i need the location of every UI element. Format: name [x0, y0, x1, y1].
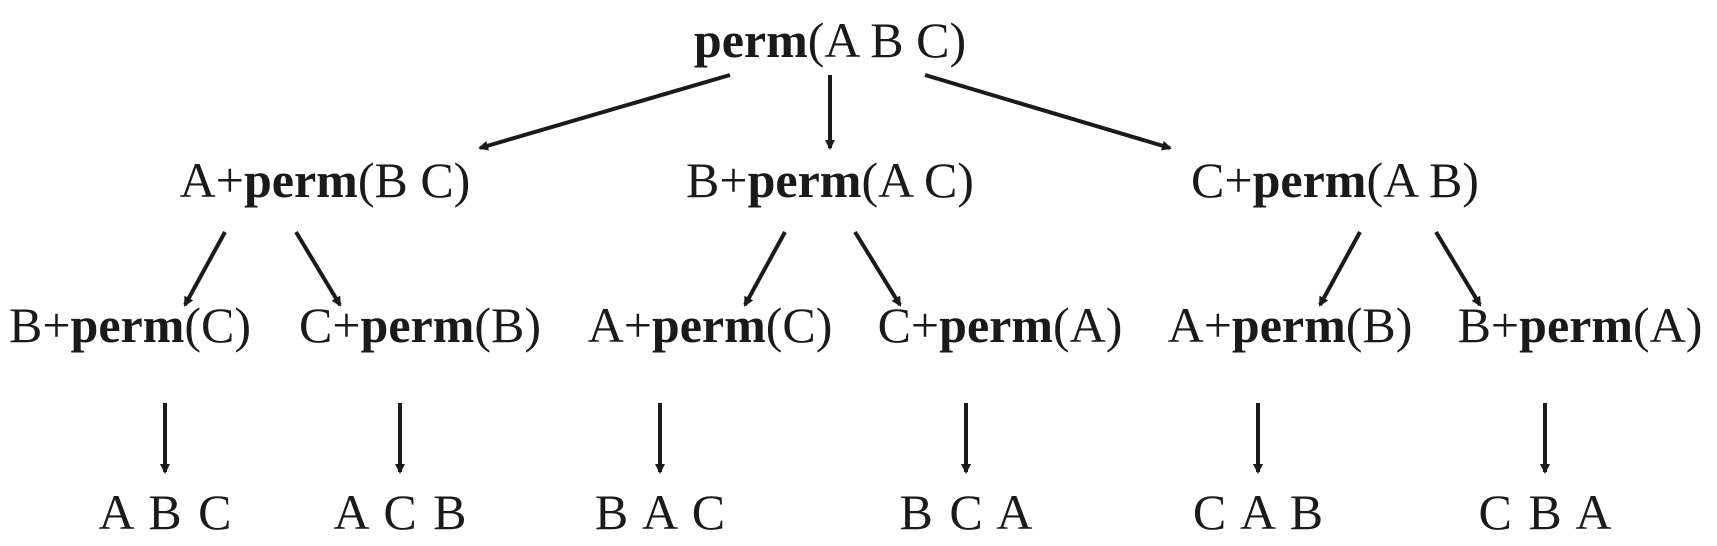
arrow: [853, 230, 902, 307]
level1-node-prefix: B+: [686, 152, 748, 208]
level2-node-args: (C): [765, 297, 833, 353]
level1-node: A+perm(B C): [180, 155, 471, 205]
permutation-result: A C B: [333, 484, 467, 540]
level1-node-args: (B C): [357, 152, 471, 208]
level2-node-args: (C): [184, 297, 252, 353]
level2-node-args: (B): [474, 297, 542, 353]
level2-node-prefix: C+: [298, 297, 361, 353]
level2-node-args: (B): [1345, 297, 1413, 353]
level1-node-args: (A B): [1366, 152, 1479, 208]
level2-node: A+perm(C): [588, 300, 833, 350]
arrow: [743, 231, 787, 307]
permutation-result: A B C: [98, 484, 232, 540]
level1-node-prefix: C+: [1191, 152, 1253, 208]
arrow: [1434, 230, 1482, 307]
level1-node-prefix: A+: [179, 152, 244, 208]
level2-node-function: perm: [651, 297, 766, 353]
arrow: [478, 73, 731, 151]
level2-node-function: perm: [1519, 297, 1633, 353]
root-node: perm(A B C): [694, 15, 966, 65]
arrow: [183, 231, 227, 307]
level2-node-function: perm: [360, 297, 475, 353]
level1-node-args: (A C): [861, 152, 974, 208]
level2-node: A+perm(B): [1168, 300, 1413, 350]
level1-node-function: perm: [1252, 152, 1367, 208]
level2-node-args: (A): [1052, 297, 1123, 353]
permutation-result: C B A: [1478, 484, 1612, 540]
arrow: [924, 73, 1172, 151]
level2-node-prefix: A+: [1167, 297, 1232, 353]
level2-node-function: perm: [1231, 297, 1346, 353]
arrow: [1318, 231, 1362, 307]
level2-node: C+perm(B): [299, 300, 541, 350]
level2-node-prefix: B+: [8, 297, 71, 353]
level2-node: C+perm(A): [878, 300, 1123, 350]
permutation-result: B C A: [899, 484, 1033, 540]
arrow: [294, 230, 342, 307]
level1-node-function: perm: [747, 152, 862, 208]
level2-node: B+perm(A): [1458, 300, 1703, 350]
root-node-args: (A B C): [807, 12, 967, 68]
level2-node-function: perm: [939, 297, 1053, 353]
level2-node-prefix: A+: [587, 297, 652, 353]
permutation-result: B A C: [594, 484, 726, 540]
level2-node-prefix: C+: [877, 297, 940, 353]
level2-node: B+perm(C): [9, 300, 251, 350]
level1-node: C+perm(A B): [1191, 155, 1479, 205]
permutation-result: C A B: [1192, 484, 1324, 540]
level1-node: B+perm(A C): [686, 155, 974, 205]
level2-node-prefix: B+: [1457, 297, 1520, 353]
level2-node-function: perm: [70, 297, 185, 353]
level2-node-args: (A): [1632, 297, 1703, 353]
level1-node-function: perm: [243, 152, 358, 208]
root-node-function: perm: [693, 12, 808, 68]
